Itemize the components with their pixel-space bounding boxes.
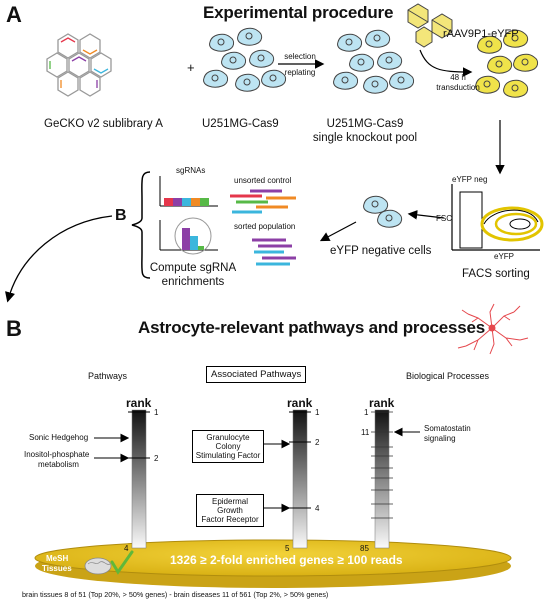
facs-label: FACS sorting [462, 268, 530, 280]
mesh-label-line2: Tissues [42, 564, 72, 573]
u251mg-cells-icon [203, 27, 287, 92]
plus-sign: + [187, 60, 195, 75]
col-pathways: Pathways [88, 371, 128, 381]
facs-gate-label: eYFP neg [452, 175, 488, 184]
panel-b-title: Astrocyte-relevant pathways and processe… [138, 318, 486, 337]
pathway-inositol-line1: Inositol-phosphate [24, 450, 90, 459]
sorted-label: sorted population [234, 222, 296, 231]
unsorted-reads [230, 189, 296, 214]
negative-cells-label: eYFP negative cells [330, 245, 432, 257]
associated-rank-top: 1 [315, 408, 320, 417]
pathways-rank-bottom: 4 [124, 544, 129, 553]
sorted-reads [252, 238, 296, 266]
pool-label-line2: single knockout pool [312, 132, 418, 144]
sorted-bar-chart [159, 217, 218, 255]
associated-gcsf-line2: Stimulating Factor [195, 451, 261, 460]
virus-label: rAAV9P1-eYFP [443, 28, 519, 40]
panel-a-title: Experimental procedure [203, 3, 394, 22]
facs-plot [451, 184, 544, 251]
pathways-rank-top: 1 [154, 408, 159, 417]
col-associated: Associated Pathways [206, 366, 307, 383]
bio-rank-bar [374, 409, 390, 549]
pool-label-line1: U251MG-Cas9 [326, 118, 404, 130]
sgrna-library-icon [46, 33, 112, 97]
bio-somatostatin-line2: signaling [424, 434, 456, 443]
associated-gcsf-line1: Granulocyte Colony [206, 433, 250, 451]
pathway-inositol-line2: metabolism [38, 460, 79, 469]
virus-icon [407, 3, 453, 48]
pathways-rank-label: rank [126, 396, 152, 410]
bio-rank-label: rank [369, 396, 395, 410]
bio-rank-top: 1 [364, 408, 369, 417]
associated-gcsf-box: Granulocyte Colony Stimulating Factor [192, 430, 264, 463]
pathways-rank-bar [131, 409, 147, 549]
associated-rank-mid2: 4 [315, 504, 320, 513]
unsorted-bar-chart [159, 176, 218, 207]
facs-x-label: eYFP [494, 252, 515, 261]
bracket [131, 171, 151, 279]
negative-cells-icon [363, 195, 403, 228]
panel-b-letter: B [6, 316, 22, 341]
pathway-sonic-hedgehog: Sonic Hedgehog [29, 433, 89, 442]
pathways-rank-mid: 2 [154, 454, 159, 463]
associated-egfr-line2: Factor Receptor [201, 515, 259, 524]
astrocyte-icon [457, 303, 529, 355]
cells-label: U251MG-Cas9 [202, 118, 279, 130]
bio-somatostatin-line1: Somatostatin [424, 424, 471, 433]
transduced-cells-icon [475, 29, 539, 98]
associated-rank-mid1: 2 [315, 438, 320, 447]
associated-rank-bottom: 5 [285, 544, 290, 553]
associated-egfr-line1: Epidermal Growth [211, 497, 248, 515]
replating-label: replating [284, 68, 316, 77]
transduction-label: transduction [436, 83, 480, 92]
mesh-label-line1: MeSH [46, 554, 69, 563]
48h-label: 48 h [450, 73, 466, 82]
disc-label: 1326 ≥ 2-fold enriched genes ≥ 100 reads [170, 553, 403, 567]
associated-rank-bar [292, 409, 308, 549]
knockout-pool-icon [333, 29, 415, 94]
associated-rank-label: rank [287, 396, 313, 410]
associated-egfr-box: Epidermal Growth Factor Receptor [196, 494, 264, 527]
unsorted-label: unsorted control [234, 176, 292, 185]
col-bio: Biological Processes [406, 371, 490, 381]
sgrnas-label: sgRNAs [176, 166, 206, 175]
check-icon [110, 550, 134, 575]
selection-label: selection [284, 52, 316, 61]
bio-rank-mid: 11 [361, 428, 370, 437]
library-label: GeCKO v2 sublibrary A [44, 118, 163, 130]
footer-note: brain tissues 8 of 51 (Top 20%, > 50% ge… [22, 590, 329, 599]
facs-y-label: FSC [436, 214, 452, 223]
compute-label-line2: enrichments [161, 276, 225, 288]
compute-label-line1: Compute sgRNA [149, 262, 237, 274]
panel-a-letter: A [6, 2, 22, 27]
brain-icon [84, 557, 112, 575]
bracket-b-label: B [115, 207, 127, 224]
bio-rank-bottom: 85 [360, 544, 369, 553]
